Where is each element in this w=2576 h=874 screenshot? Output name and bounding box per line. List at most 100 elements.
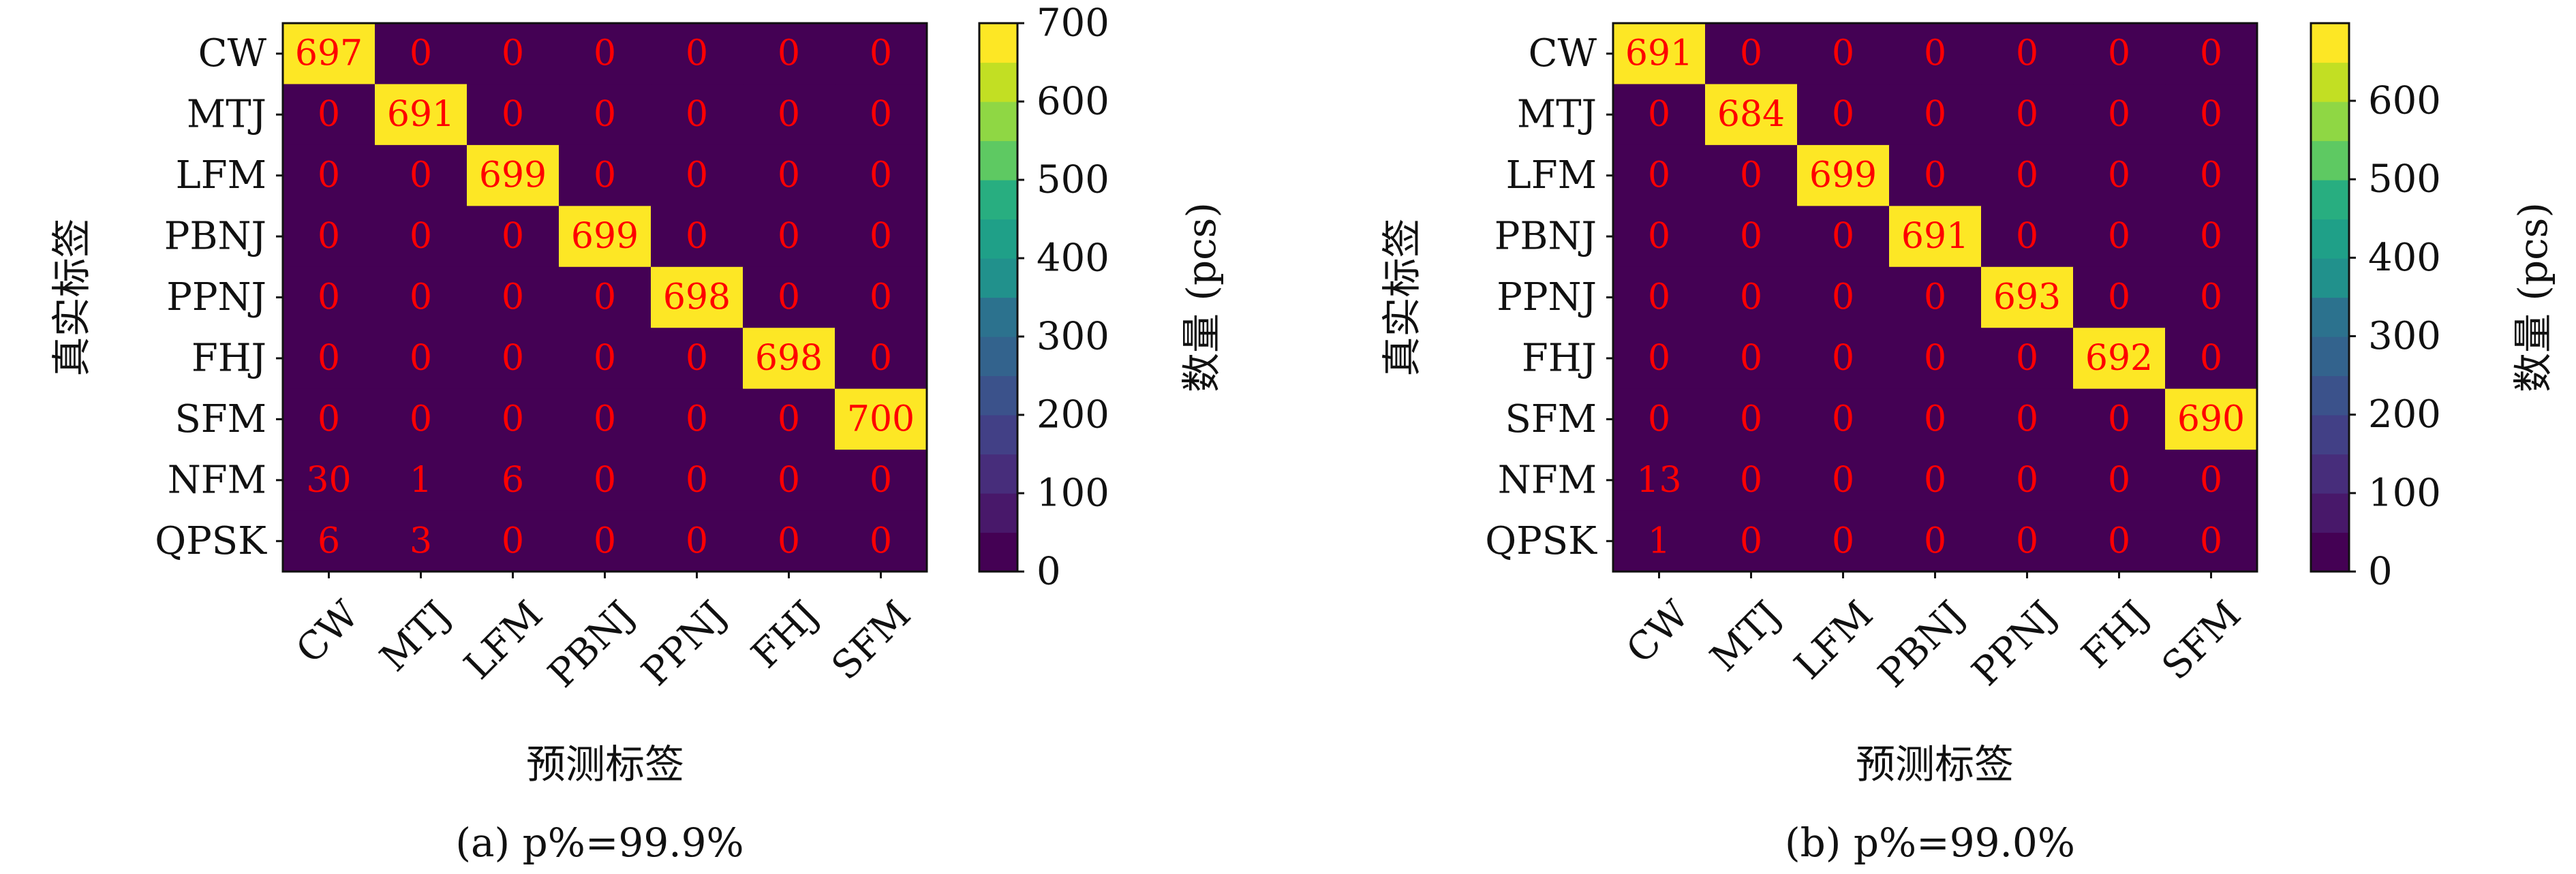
colorbar-tick-label: 200 bbox=[2368, 392, 2441, 437]
cell-value-label: 0 bbox=[2108, 277, 2130, 318]
cell-value-label: 0 bbox=[1740, 216, 1762, 257]
colorbar-segment bbox=[2311, 454, 2349, 494]
cell-value-label: 684 bbox=[1717, 94, 1785, 135]
heatmap-cells bbox=[283, 23, 927, 572]
colorbar-tick-label: 400 bbox=[1037, 236, 1109, 281]
heatmap-cell bbox=[651, 266, 743, 328]
cell-value-label: 0 bbox=[318, 216, 340, 257]
colorbar-segment bbox=[2311, 258, 2349, 298]
cell-value-label: 0 bbox=[686, 460, 708, 501]
cell-value-label: 0 bbox=[502, 94, 524, 135]
cell-value-label: 3 bbox=[410, 520, 432, 561]
y-tick-label: FHJ bbox=[191, 336, 266, 380]
cell-value-label: 0 bbox=[1924, 33, 1946, 74]
colorbar-segment bbox=[2311, 219, 2349, 259]
cell-value-label: 0 bbox=[686, 94, 708, 135]
heatmap-cell bbox=[1889, 23, 1982, 85]
x-tick-label: CW bbox=[1618, 592, 1698, 672]
cell-value-label: 0 bbox=[502, 216, 524, 257]
heatmap-cell bbox=[1981, 23, 2074, 85]
heatmap-cell bbox=[1705, 84, 1798, 146]
colorbar-segment bbox=[2311, 375, 2349, 416]
heatmap-cell bbox=[1705, 206, 1798, 268]
cell-value-label: 0 bbox=[502, 277, 524, 318]
heatmap-cell bbox=[467, 23, 559, 85]
colorbar-tick-label: 400 bbox=[2368, 236, 2441, 280]
colorbar-tick-label: 0 bbox=[2368, 550, 2393, 594]
heatmap-cell bbox=[2165, 510, 2258, 572]
heatmap-cell bbox=[743, 206, 835, 268]
y-tick-label: MTJ bbox=[187, 93, 266, 137]
heatmap-cell bbox=[1797, 23, 1890, 85]
cell-value-label: 0 bbox=[502, 338, 524, 379]
heatmap-cell bbox=[743, 144, 835, 206]
cell-value-label: 0 bbox=[1832, 520, 1854, 561]
cell-value-label: 0 bbox=[2200, 277, 2222, 318]
heatmap-cell bbox=[1613, 23, 1706, 85]
colorbar-segment bbox=[979, 23, 1017, 63]
heatmap-cell bbox=[1613, 206, 1706, 268]
heatmap-cell bbox=[1889, 266, 1982, 328]
cell-value-label: 690 bbox=[2177, 399, 2245, 439]
heatmap-cell bbox=[1797, 206, 1890, 268]
cell-value-label: 0 bbox=[870, 33, 892, 74]
cell-value-label: 698 bbox=[755, 338, 823, 379]
heatmap-cell bbox=[1981, 328, 2074, 390]
cell-value-label: 6 bbox=[502, 460, 524, 501]
cell-value-label: 0 bbox=[2016, 216, 2038, 257]
heatmap-cell bbox=[1981, 206, 2074, 268]
cell-value-label: 0 bbox=[870, 338, 892, 379]
heatmap-cell bbox=[835, 206, 927, 268]
cell-value-label: 697 bbox=[295, 33, 363, 74]
cell-value-label: 0 bbox=[686, 155, 708, 196]
cell-value-label: 1 bbox=[1648, 520, 1670, 561]
heatmap-cell bbox=[283, 206, 375, 268]
cell-value-label: 13 bbox=[1636, 460, 1681, 501]
y-tick-label: SFM bbox=[174, 397, 266, 441]
colorbar-label: 数量 (pcs) bbox=[2510, 202, 2556, 392]
cell-value-label: 0 bbox=[2200, 155, 2222, 196]
cell-value-label: 6 bbox=[318, 520, 340, 561]
colorbar-tick-label: 0 bbox=[1037, 550, 1061, 594]
panel-caption: (b) p%=99.0% bbox=[1785, 820, 2075, 866]
heatmap-cell bbox=[651, 328, 743, 390]
cell-value-label: 0 bbox=[1924, 399, 1946, 439]
heatmap-cell bbox=[375, 510, 467, 572]
cell-value-label: 0 bbox=[318, 277, 340, 318]
heatmap-cell bbox=[835, 23, 927, 85]
heatmap-cell bbox=[835, 450, 927, 512]
heatmap-cell bbox=[375, 266, 467, 328]
colorbar-tick-label: 700 bbox=[1037, 1, 1109, 46]
cell-value-label: 700 bbox=[847, 399, 915, 439]
heatmap-cell bbox=[559, 266, 651, 328]
heatmap-cell bbox=[283, 23, 375, 85]
heatmap-cell bbox=[1613, 328, 1706, 390]
heatmap-cell bbox=[1981, 510, 2074, 572]
x-tick-label: LFM bbox=[1786, 593, 1882, 688]
heatmap-cell bbox=[559, 328, 651, 390]
heatmap-cell bbox=[375, 206, 467, 268]
cell-value-label: 0 bbox=[318, 94, 340, 135]
colorbar-label: 数量 (pcs) bbox=[1178, 202, 1225, 392]
heatmap-cell bbox=[559, 23, 651, 85]
heatmap-cell bbox=[835, 388, 927, 450]
cell-value-label: 691 bbox=[1901, 216, 1969, 257]
x-axis-title: 预测标签 bbox=[1856, 741, 2014, 787]
y-tick-label: LFM bbox=[176, 153, 266, 198]
cell-value-label: 0 bbox=[594, 460, 616, 501]
cell-value-label: 691 bbox=[387, 94, 455, 135]
heatmap-cell bbox=[1889, 84, 1982, 146]
colorbar-tick-label: 100 bbox=[2368, 471, 2441, 515]
x-tick-label: PPNJ bbox=[633, 593, 735, 695]
heatmap-cell bbox=[375, 328, 467, 390]
heatmap-cell bbox=[1613, 144, 1706, 206]
heatmap-cell bbox=[651, 84, 743, 146]
heatmap-cell bbox=[1613, 84, 1706, 146]
cell-value-label: 0 bbox=[2016, 338, 2038, 379]
heatmap-cell bbox=[743, 23, 835, 85]
cell-value-label: 0 bbox=[1648, 277, 1670, 318]
colorbar-tick-label: 300 bbox=[1037, 315, 1109, 359]
